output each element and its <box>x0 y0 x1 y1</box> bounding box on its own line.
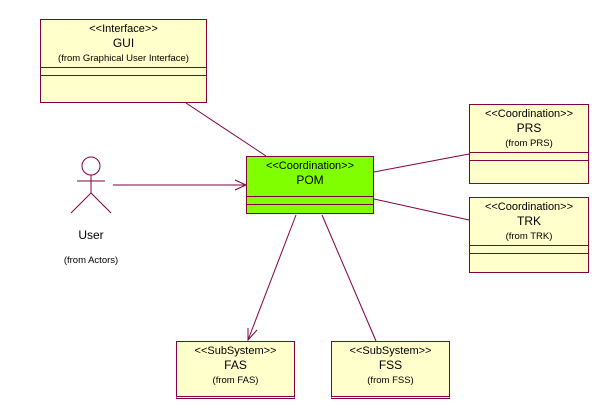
operations-compartment <box>470 160 588 168</box>
operations-compartment <box>41 75 206 88</box>
attributes-compartment <box>41 67 206 75</box>
class-name: FSS <box>378 358 403 372</box>
association-gui-pom[interactable] <box>185 102 267 157</box>
class-fss[interactable]: <<SubSystem>> FSS (from FSS) <box>331 341 450 399</box>
association-pom-trk[interactable] <box>373 198 470 221</box>
class-stereotype: <<Coordination>> <box>484 108 574 120</box>
class-prs[interactable]: <<Coordination>> PRS (from PRS) <box>469 104 589 184</box>
actor-name: User <box>78 228 104 242</box>
class-stereotype: <<SubSystem>> <box>194 345 277 357</box>
class-package: (from Graphical User Interface) <box>58 53 189 64</box>
actor-figure-icon[interactable] <box>70 156 112 214</box>
class-name: PRS <box>516 121 542 135</box>
class-name: TRK <box>517 214 541 228</box>
association-pom-fas[interactable] <box>247 214 297 341</box>
class-name: POM <box>296 173 324 187</box>
association-pom-prs[interactable] <box>373 153 470 173</box>
class-fas[interactable]: <<SubSystem>> FAS (from FAS) <box>176 341 295 399</box>
class-stereotype: <<SubSystem>> <box>349 345 432 357</box>
attributes-compartment <box>470 245 588 253</box>
class-package: (from PRS) <box>505 138 553 149</box>
class-stereotype: <<Interface>> <box>89 23 158 35</box>
class-gui[interactable]: <<Interface>> GUI (from Graphical User I… <box>40 19 207 103</box>
class-package: (from FAS) <box>212 375 259 386</box>
attributes-compartment <box>470 152 588 160</box>
class-name: GUI <box>112 36 135 50</box>
attributes-compartment <box>247 196 373 204</box>
class-name: FAS <box>224 358 247 372</box>
class-stereotype: <<Coordination>> <box>484 201 574 213</box>
arrowhead-pom-fas <box>247 328 258 342</box>
operations-compartment <box>247 204 373 216</box>
actor-package: (from Actors) <box>63 255 119 266</box>
class-stereotype: <<Coordination>> <box>265 160 355 172</box>
operations-compartment <box>470 253 588 261</box>
class-trk[interactable]: <<Coordination>> TRK (from TRK) <box>469 197 589 273</box>
class-pom[interactable]: <<Coordination>> POM <box>246 156 374 214</box>
class-package: (from TRK) <box>505 231 553 242</box>
class-package: (from FSS) <box>367 375 414 386</box>
association-pom-fss[interactable] <box>321 214 377 342</box>
